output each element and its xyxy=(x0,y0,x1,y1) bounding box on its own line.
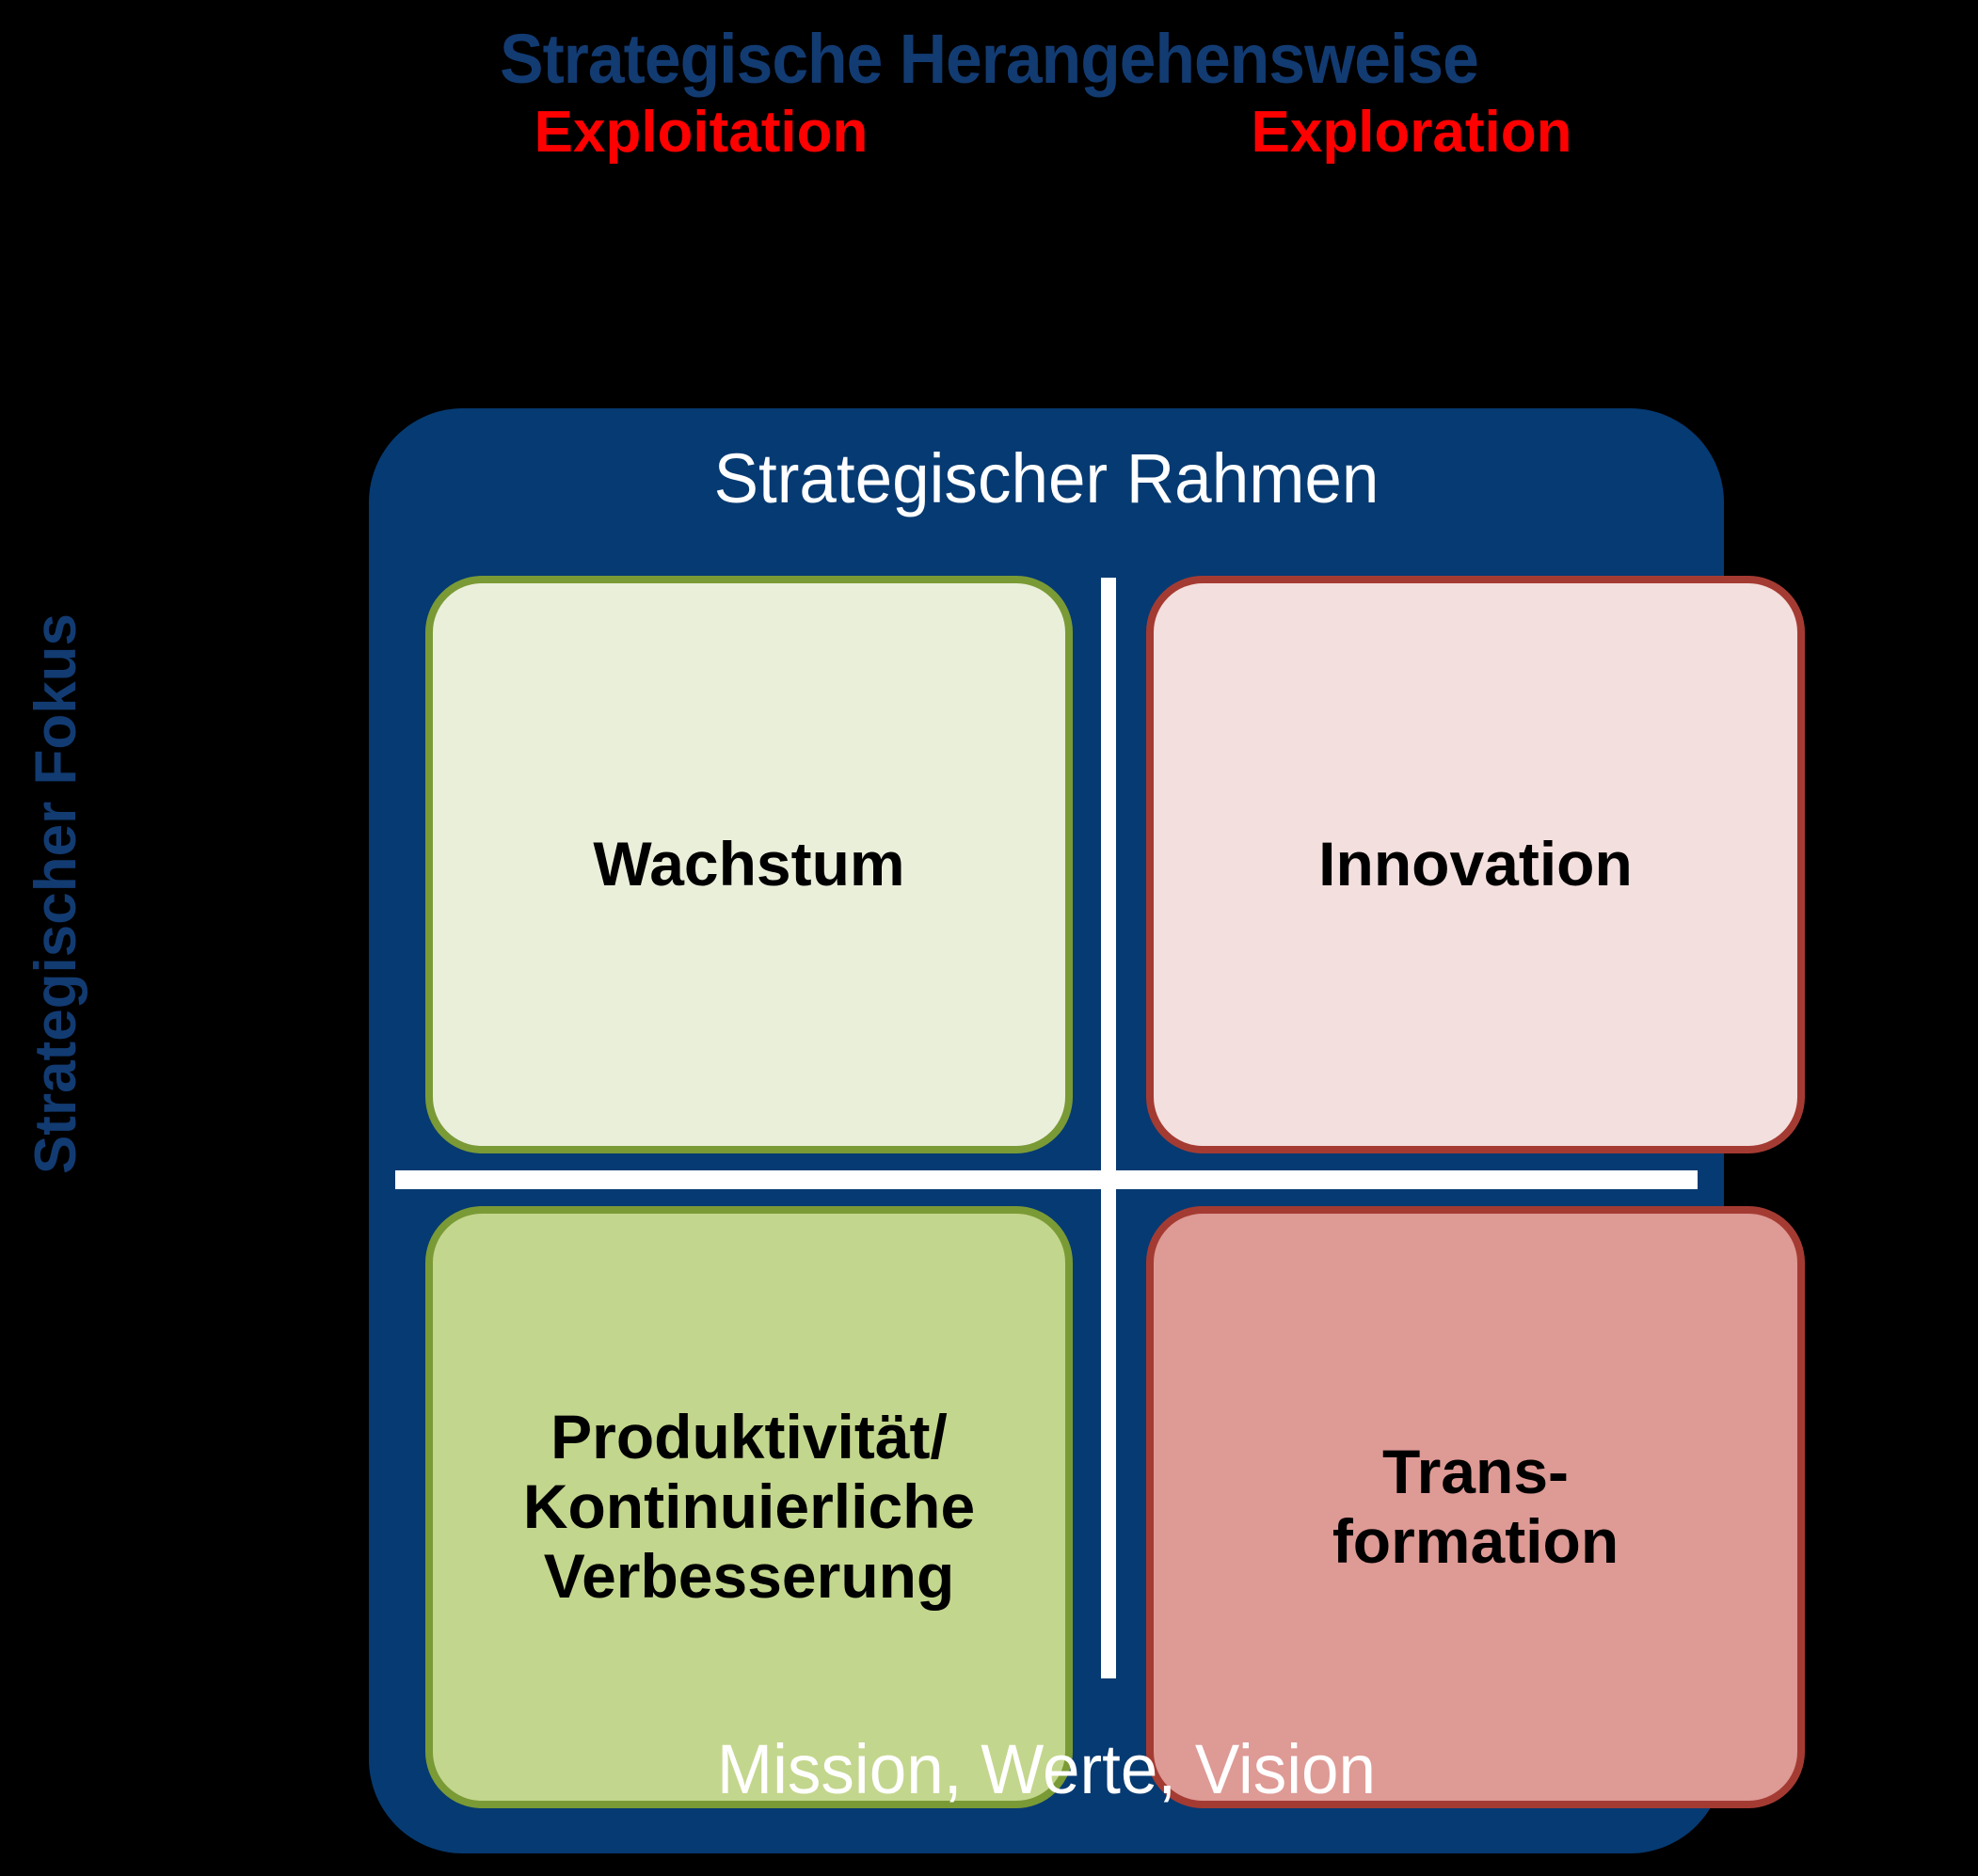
quadrant-bottom-right-label: Trans- formation xyxy=(1332,1437,1619,1576)
top-axis-label-exploitation: Exploitation xyxy=(534,100,869,165)
quadrant-top-right-label: Innovation xyxy=(1318,829,1633,899)
quadrant-top-left-label: Wachstum xyxy=(593,829,905,899)
quadrant-bottom-left-label: Produktivität/ Kontinuierliche Verbesser… xyxy=(522,1402,976,1611)
top-axis-title: Strategische Herangehensweise xyxy=(500,20,1479,98)
quadrant-grid: Wachstum Innovation Produktivität/ Konti… xyxy=(395,574,1805,1808)
left-axis-title-container: Strategischer Fokus xyxy=(0,564,113,1223)
frame-footer-title: Mission, Werte, Vision xyxy=(716,1730,1377,1808)
strategic-frame: Strategischer Rahmen Wachstum Innovation… xyxy=(369,408,1805,1853)
quadrant-top-right-innovation[interactable]: Innovation xyxy=(1146,576,1805,1153)
top-axis-label-exploration: Exploration xyxy=(1251,100,1572,165)
quadrant-bottom-left-produktivitaet[interactable]: Produktivität/ Kontinuierliche Verbesser… xyxy=(425,1206,1073,1808)
vertical-divider xyxy=(1101,578,1116,1678)
quadrant-bottom-right-transformation[interactable]: Trans- formation xyxy=(1146,1206,1805,1808)
frame-header-title: Strategischer Rahmen xyxy=(713,439,1380,517)
horizontal-divider xyxy=(395,1170,1698,1189)
top-axis-labels: Exploitation Exploration xyxy=(367,103,1731,179)
left-axis-title: Strategischer Fokus xyxy=(24,612,88,1175)
quadrant-top-left-wachstum[interactable]: Wachstum xyxy=(425,576,1073,1153)
